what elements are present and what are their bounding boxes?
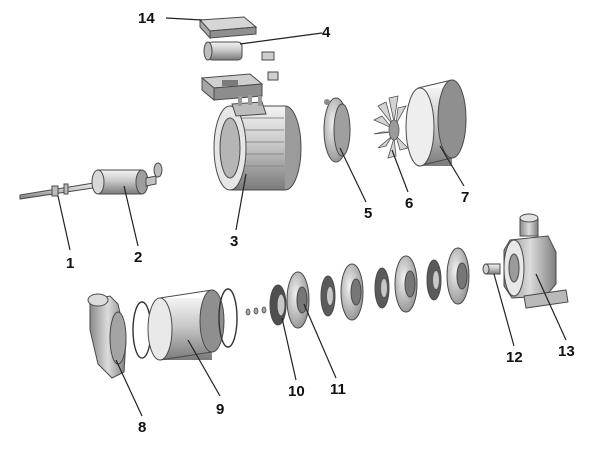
impeller-spacer [374, 267, 390, 309]
label-14: 14 [138, 10, 155, 27]
impeller-disc [394, 255, 418, 313]
impeller-disc [446, 247, 470, 305]
label-10: 10 [288, 383, 305, 400]
part-9-sleeve [147, 289, 225, 361]
part-4-capacitor [203, 41, 279, 81]
leader-lines [57, 17, 567, 417]
label-6: 6 [405, 195, 413, 212]
label-13: 13 [558, 343, 575, 360]
label-1: 1 [66, 255, 74, 272]
part-2-rotor [91, 162, 163, 195]
impeller-spacer [320, 275, 336, 317]
terminal-box-base [200, 73, 264, 102]
label-9: 9 [216, 401, 224, 418]
label-7: 7 [461, 189, 469, 206]
small-washers [245, 306, 267, 316]
label-11: 11 [330, 381, 346, 398]
o-ring-right [218, 288, 238, 348]
part-number-labels: 14 4 1 2 3 5 6 7 8 9 10 11 12 13 [66, 10, 575, 436]
label-2: 2 [134, 249, 142, 266]
part-13-pump-rear-casing [503, 213, 569, 309]
impeller-spacer [426, 259, 442, 301]
label-3: 3 [230, 233, 238, 250]
part-8-pump-front-casing [87, 293, 127, 379]
part-14-terminal-cover [198, 16, 258, 40]
part-3-motor-housing [213, 95, 302, 191]
impeller-disc [286, 271, 310, 329]
part-12-nut [482, 263, 501, 275]
label-8: 8 [138, 419, 146, 436]
part-7-fan-cover [405, 79, 467, 167]
label-5: 5 [364, 205, 372, 222]
label-4: 4 [322, 24, 331, 41]
part-11-impeller-stack [286, 247, 470, 329]
part-10-mechanical-seal [269, 284, 287, 326]
part-6-fan [373, 95, 409, 159]
part-1-shaft [19, 181, 101, 200]
label-12: 12 [506, 349, 523, 366]
part-5-end-cover [323, 97, 351, 163]
impeller-disc [340, 263, 364, 321]
